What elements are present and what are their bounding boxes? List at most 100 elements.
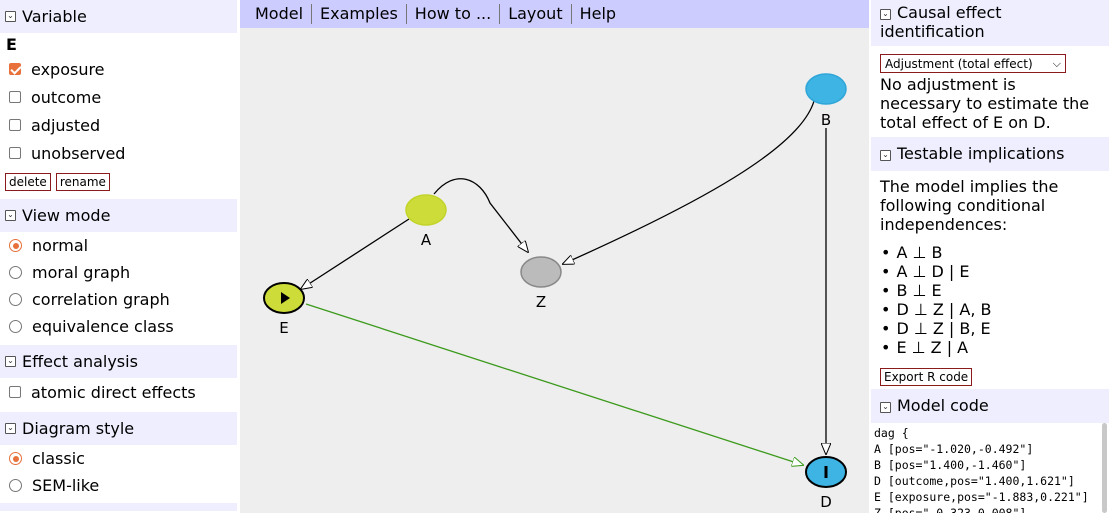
code-line: B [pos="1.400,-1.460"]	[874, 458, 1027, 472]
radio-row-equivalence-class[interactable]: equivalence class	[0, 313, 237, 340]
radio-label: equivalence class	[32, 317, 174, 336]
collapse-toggle-icon[interactable]: ⌄	[5, 423, 16, 434]
selected-variable-name: E	[6, 34, 17, 54]
menu-separator	[405, 4, 407, 24]
testable-implications-section-header[interactable]: ⌄Testable implications	[871, 137, 1109, 171]
dag-diagram[interactable]: A B Z E D	[240, 28, 869, 513]
radio-row-correlation-graph[interactable]: correlation graph	[0, 286, 237, 313]
correlation-graph-radio[interactable]	[9, 293, 22, 306]
variable-actions: delete rename	[0, 167, 237, 196]
moral-graph-radio[interactable]	[9, 266, 22, 279]
list-item: B ⊥ E	[881, 281, 1109, 300]
sem-like-radio[interactable]	[9, 479, 22, 492]
rename-button[interactable]: rename	[55, 172, 110, 191]
menu-separator	[311, 4, 313, 24]
collapse-toggle-icon[interactable]: ⌄	[5, 11, 16, 22]
checkbox-label: exposure	[31, 59, 105, 79]
code-line: dag {	[874, 426, 909, 440]
code-line: A [pos="-1.020,-0.492"]	[874, 442, 1034, 456]
section-title: Model code	[897, 396, 989, 415]
export-r-code-button[interactable]: Export R code	[880, 368, 973, 386]
adjusted-checkbox[interactable]	[9, 119, 21, 131]
radio-label: SEM-like	[32, 476, 100, 495]
left-panel: ⌄ Variable E exposure outcome adjusted u…	[0, 0, 237, 513]
normal-radio[interactable]	[9, 239, 22, 252]
exposure-checkbox[interactable]	[9, 63, 21, 75]
node-z[interactable]: Z	[520, 256, 562, 311]
radio-row-sem-like[interactable]: SEM-like	[0, 472, 237, 499]
node-b[interactable]: B	[805, 73, 847, 129]
variable-section-header[interactable]: ⌄ Variable	[0, 0, 237, 33]
outcome-checkbox[interactable]	[9, 91, 21, 103]
implications-list: A ⊥ B A ⊥ D | E B ⊥ E D ⊥ Z | A, B D ⊥ Z…	[871, 243, 1109, 357]
view-mode-section-header[interactable]: ⌄ View mode	[0, 199, 237, 232]
checkbox-row-atomic-direct-effects[interactable]: atomic direct effects	[0, 378, 237, 406]
edge-a-e[interactable]	[301, 218, 410, 289]
node-label: A	[421, 231, 432, 249]
radio-label: classic	[32, 449, 85, 468]
section-title: View mode	[22, 206, 111, 225]
causal-effect-section-header[interactable]: ⌄Causal effect identification	[871, 0, 1109, 46]
node-d[interactable]: D	[805, 456, 847, 511]
code-line: D [outcome,pos="1.400,1.621"]	[874, 474, 1075, 488]
edge-e-d[interactable]	[305, 303, 803, 465]
menu-separator	[570, 4, 572, 24]
checkbox-label: adjusted	[31, 115, 101, 135]
section-title: Effect analysis	[22, 352, 138, 371]
diagram-canvas[interactable]: A B Z E D	[240, 28, 869, 513]
checkbox-row-exposure[interactable]: exposure	[0, 55, 237, 83]
adjustment-select[interactable]: Adjustment (total effect) ⌵	[880, 54, 1066, 73]
node-e[interactable]: E	[263, 282, 305, 337]
code-line: Z [pos="-0.323,0.008"]	[874, 506, 1027, 513]
collapse-toggle-icon[interactable]: ⌄	[880, 150, 891, 161]
edge-a-z[interactable]	[433, 178, 528, 252]
model-code-textarea[interactable]: dag { A [pos="-1.020,-0.492"] B [pos="1.40…	[871, 423, 1109, 513]
node-label: B	[821, 111, 831, 129]
radio-row-moral-graph[interactable]: moral graph	[0, 259, 237, 286]
delete-button[interactable]: delete	[5, 172, 51, 191]
radio-row-classic[interactable]: classic	[0, 445, 237, 472]
radio-row-normal[interactable]: normal	[0, 232, 237, 259]
collapse-toggle-icon[interactable]: ⌄	[880, 9, 891, 20]
classic-radio[interactable]	[9, 452, 22, 465]
section-title: Causal effect identification	[880, 3, 1002, 41]
menu-layout[interactable]: Layout	[508, 4, 563, 23]
next-section-header	[0, 503, 237, 511]
collapse-toggle-icon[interactable]: ⌄	[880, 402, 891, 413]
list-item: D ⊥ Z | B, E	[881, 319, 1109, 338]
collapse-toggle-icon[interactable]: ⌄	[5, 210, 16, 221]
effect-analysis-section-header[interactable]: ⌄ Effect analysis	[0, 345, 237, 378]
menu-how-to[interactable]: How to ...	[414, 4, 492, 23]
menu-help[interactable]: Help	[579, 4, 617, 23]
diagram-style-section-header[interactable]: ⌄ Diagram style	[0, 412, 237, 445]
node-label: Z	[536, 293, 546, 311]
checkbox-row-unobserved[interactable]: unobserved	[0, 139, 237, 167]
menu-examples[interactable]: Examples	[320, 4, 398, 23]
causal-effect-result: No adjustment is necessary to estimate t…	[880, 75, 1090, 132]
checkbox-label: outcome	[31, 87, 102, 107]
list-item: A ⊥ D | E	[881, 262, 1109, 281]
unobserved-checkbox[interactable]	[9, 147, 21, 159]
outcome-bar-icon	[824, 466, 828, 478]
export-row: Export R code	[871, 366, 1109, 386]
section-title: Variable	[22, 7, 87, 26]
chevron-down-icon: ⌵	[1052, 56, 1061, 70]
collapse-toggle-icon[interactable]: ⌄	[5, 356, 16, 367]
radio-label: normal	[32, 236, 89, 255]
checkbox-label: unobserved	[31, 143, 126, 163]
checkbox-label: atomic direct effects	[31, 382, 196, 402]
atomic-direct-effects-checkbox[interactable]	[9, 386, 21, 398]
list-item: D ⊥ Z | A, B	[881, 300, 1109, 319]
node-a[interactable]: A	[405, 194, 447, 249]
radio-label: correlation graph	[32, 290, 170, 309]
model-code-section-header[interactable]: ⌄ Model code	[871, 389, 1109, 423]
checkbox-row-outcome[interactable]: outcome	[0, 83, 237, 111]
checkbox-row-adjusted[interactable]: adjusted	[0, 111, 237, 139]
select-value: Adjustment (total effect)	[885, 56, 1033, 71]
code-scrollbar[interactable]	[1102, 423, 1107, 513]
edge-b-z[interactable]	[563, 100, 815, 264]
menu-model[interactable]: Model	[255, 4, 304, 23]
equivalence-class-radio[interactable]	[9, 320, 22, 333]
implications-intro: The model implies the following conditio…	[880, 177, 1059, 234]
